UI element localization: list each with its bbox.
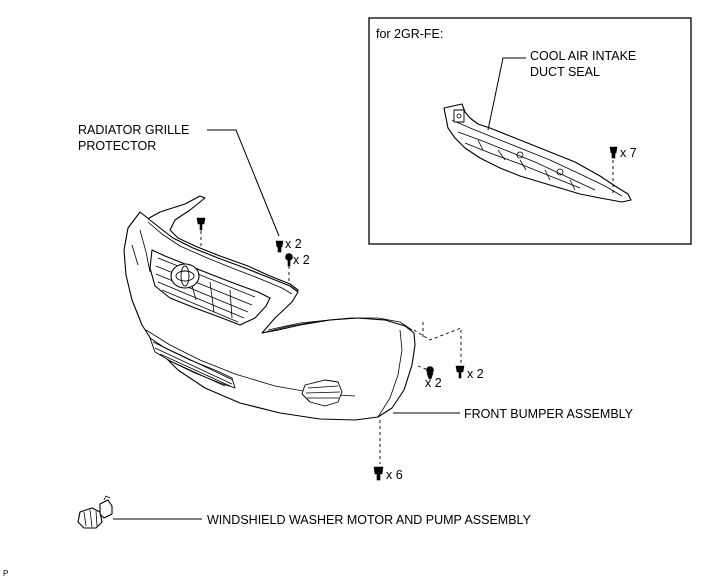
corner-code: P	[3, 569, 8, 578]
fog-lamp-slats	[305, 385, 341, 399]
inset-2gr-fe: for 2GR-FE: COOL AIR INTAKE DUCT SEAL x …	[368, 17, 692, 245]
grille-clip-icon	[275, 240, 284, 253]
bumper-side-screw-dashline	[417, 365, 429, 371]
bumper-side-screw-icon	[426, 366, 434, 380]
washer-label: WINDSHIELD WASHER MOTOR AND PUMP ASSEMBL…	[207, 513, 532, 527]
grille-screw-qty: x 2	[293, 253, 310, 267]
grille-clip-qty: x 2	[285, 237, 302, 251]
inset-frame	[368, 17, 692, 245]
bumper-side-clip-qty: x 2	[467, 367, 484, 381]
duct-clip-qty: x 7	[620, 146, 637, 160]
grille-protector-leader	[207, 129, 280, 237]
bumper-label: FRONT BUMPER ASSEMBLY	[464, 407, 634, 421]
toyota-emblem-icon	[170, 263, 200, 289]
lower-grille-slats	[152, 341, 234, 387]
duct-seal-label-line1: COOL AIR INTAKE	[530, 49, 636, 63]
bumper-bottom-clip-qty: x 6	[386, 468, 403, 482]
bumper-top-clip-icon	[196, 217, 206, 231]
bumper-bottom-clip-icon	[373, 466, 384, 481]
duct-seal-leader	[487, 57, 526, 131]
duct-seal-label-line2: DUCT SEAL	[530, 65, 600, 79]
inset-title: for 2GR-FE:	[376, 27, 443, 41]
grille-protector-label-line2: PROTECTOR	[78, 139, 156, 153]
bumper-side-clip-icon	[455, 365, 465, 379]
bumper-side-dashline	[413, 327, 462, 364]
front-bumper-assembly	[123, 211, 416, 421]
bumper-side-screw-qty: x 2	[425, 376, 442, 390]
washer-motor-pump-icon	[77, 495, 113, 529]
cool-air-intake-duct-seal	[443, 103, 632, 203]
grille-protector-label-line1: RADIATOR GRILLE	[78, 123, 189, 137]
grille-screw-icon	[285, 253, 293, 267]
duct-clip-icon	[609, 146, 618, 159]
